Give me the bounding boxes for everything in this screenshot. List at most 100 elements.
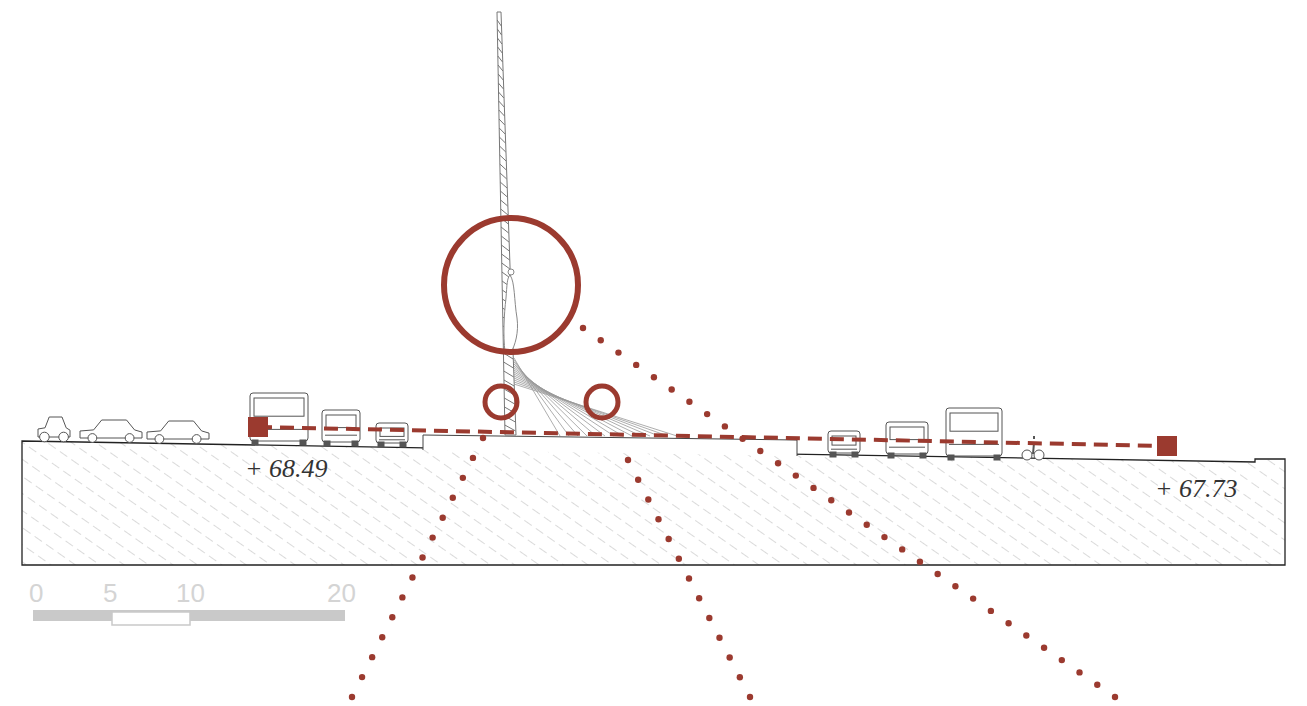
ray-dot	[881, 534, 887, 540]
cable	[514, 374, 632, 436]
lattice-stroke	[499, 119, 505, 125]
view-circles	[444, 218, 618, 418]
lattice-stroke	[505, 425, 516, 431]
lattice-stroke	[498, 47, 503, 53]
ray-dot	[737, 674, 743, 680]
ray-dot	[635, 477, 641, 483]
ray-dot	[655, 516, 661, 522]
cable	[514, 378, 650, 436]
lattice-stroke	[499, 101, 504, 107]
ray-dot	[1005, 620, 1011, 626]
ray-dot	[696, 595, 702, 601]
ray-dot	[651, 374, 657, 380]
ray-dot	[1041, 645, 1047, 651]
ray-dot	[775, 460, 781, 466]
ray-dot	[917, 559, 923, 565]
ray-dot	[598, 337, 604, 343]
ray-dot	[704, 411, 710, 417]
ray-dot	[668, 386, 674, 392]
lattice-stroke	[501, 227, 509, 233]
lattice-stroke	[497, 29, 501, 35]
ray-dot	[349, 694, 355, 700]
ray-dot	[1023, 632, 1029, 638]
lattice-stroke	[500, 146, 506, 152]
ray-dot	[793, 472, 799, 478]
ray-dot	[480, 435, 486, 441]
ray-dot	[739, 436, 745, 442]
ray-dot	[864, 522, 870, 528]
cable	[514, 380, 659, 436]
ray-dot	[952, 583, 958, 589]
lattice-stroke	[501, 209, 508, 215]
lattice-stroke	[499, 137, 505, 143]
cyclist	[1022, 436, 1044, 460]
scale-number: 0	[29, 580, 43, 606]
car	[80, 420, 142, 442]
ray-dot	[1076, 669, 1082, 675]
sight-line	[248, 417, 1177, 456]
ray-dot	[359, 674, 365, 680]
lattice-stroke	[501, 200, 508, 206]
elevation-label: + 67.73	[1155, 476, 1238, 502]
view-rays	[349, 325, 1118, 700]
scale-number: 10	[176, 580, 205, 606]
scale-number: 5	[103, 580, 117, 606]
lattice-stroke	[501, 236, 509, 242]
ray-dot	[580, 325, 586, 331]
ray-dot	[706, 615, 712, 621]
ray-dot	[722, 423, 728, 429]
ray-dot	[615, 349, 621, 355]
lattice-stroke	[497, 20, 501, 26]
lattice-stroke	[498, 74, 503, 80]
lattice-stroke	[500, 164, 507, 170]
lattice-stroke	[500, 182, 507, 188]
ray-dot	[1094, 682, 1100, 688]
mast-sculpture	[497, 12, 677, 436]
elevation-label: + 68.49	[245, 456, 328, 482]
lattice-stroke	[499, 92, 504, 98]
car-front	[828, 431, 860, 457]
ray-dot	[625, 457, 631, 463]
ray-dot	[379, 634, 385, 640]
car	[147, 421, 209, 443]
ray-dot	[747, 694, 753, 700]
cable	[514, 368, 605, 436]
ray-dot	[899, 546, 905, 552]
lattice-stroke	[504, 362, 514, 368]
ray-dot	[988, 608, 994, 614]
cable	[514, 382, 668, 436]
ray-dot	[369, 654, 375, 660]
ray-dot	[645, 496, 651, 502]
lattice-stroke	[499, 128, 505, 134]
car-front	[376, 423, 408, 447]
ray-dot	[419, 554, 425, 560]
ray-dot	[1112, 694, 1118, 700]
ray-dot	[726, 654, 732, 660]
ground-section	[22, 435, 1285, 565]
ray-dot	[389, 614, 395, 620]
ray-dot	[439, 514, 445, 520]
ray-dot	[1059, 657, 1065, 663]
lattice-stroke	[498, 56, 503, 62]
cable	[514, 384, 677, 436]
lattice-stroke	[498, 83, 503, 89]
ray-dot	[828, 497, 834, 503]
ray-dot	[450, 495, 456, 501]
cable	[514, 364, 587, 436]
lattice-stroke	[502, 254, 510, 260]
ray-dot	[810, 485, 816, 491]
cable	[514, 372, 623, 436]
lattice-stroke	[499, 110, 505, 116]
lattice-stroke	[502, 263, 510, 269]
ray-dot	[716, 635, 722, 641]
car	[38, 417, 70, 442]
ray-dot	[399, 594, 405, 600]
ray-dot	[846, 509, 852, 515]
ray-dot	[970, 595, 976, 601]
lattice-stroke	[500, 173, 507, 179]
scale-number: 20	[327, 580, 356, 606]
ray-dot	[409, 574, 415, 580]
lattice-stroke	[500, 191, 507, 197]
ray-dot	[665, 536, 671, 542]
